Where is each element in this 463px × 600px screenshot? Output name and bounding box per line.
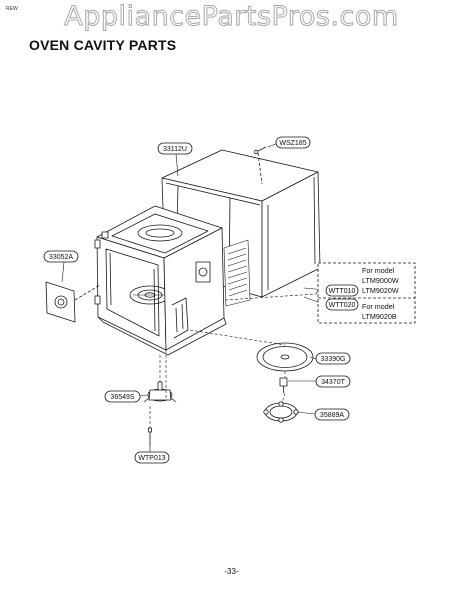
- callout-wsz185: WSZ185: [275, 136, 311, 149]
- callout-36549s: 36549S: [104, 390, 141, 403]
- callout-35889a: 35889A: [314, 408, 350, 421]
- model-group1-heading: For model: [362, 266, 395, 275]
- callout-33052a: 33052A: [43, 250, 79, 263]
- callout-wtt010-label: WTT010: [329, 288, 356, 295]
- callout-35889a-label: 35889A: [320, 412, 344, 419]
- model-group2-model-a: LTM9020B: [362, 312, 397, 321]
- callout-34370t-label: 34370T: [321, 379, 345, 386]
- motor-36549s: [143, 381, 177, 403]
- callout-33390g: 33390G: [315, 352, 351, 365]
- model-group1-model-a: LTM9000W: [362, 276, 399, 285]
- callout-wtp013-label: WTP013: [138, 455, 165, 462]
- oven-cavity: [94, 205, 227, 356]
- screw-wtp013: [148, 427, 152, 446]
- callout-34370t: 34370T: [315, 375, 351, 388]
- watermark: AppliancePartsPros.com: [64, 1, 399, 33]
- callout-33052a-label: 33052A: [49, 254, 73, 261]
- callout-36549s-label: 36549S: [110, 394, 134, 401]
- plate-33052a: [45, 281, 101, 323]
- glass-tray-33390g: [256, 342, 314, 372]
- vent-grille: [223, 239, 251, 307]
- page-title: OVEN CAVITY PARTS: [29, 37, 177, 53]
- model-note: For model LTM9000W LTM9020W For model LT…: [362, 266, 399, 321]
- page-number: -33-: [224, 567, 239, 576]
- callout-wtt020-label: WTT020: [329, 302, 356, 309]
- callout-33112u-label: 33112U: [163, 146, 187, 153]
- callout-wtt010: WTT010: [325, 284, 359, 297]
- screw-wsz185: [253, 146, 267, 185]
- model-group2-heading: For model: [362, 302, 395, 311]
- callout-wtp013: WTP013: [134, 451, 170, 464]
- callout-wtt020: WTT020: [325, 298, 359, 311]
- callout-33390g-label: 33390G: [321, 356, 346, 363]
- roller-ring-35889a: [263, 401, 299, 423]
- alignment-lines: [149, 149, 329, 428]
- coupler-34370t: [279, 377, 288, 393]
- callout-wsz185-label: WSZ185: [279, 140, 306, 147]
- model-group1-model-b: LTM9020W: [362, 286, 399, 295]
- corner-mark: REW: [6, 6, 18, 12]
- callout-33112u: 33112U: [157, 142, 193, 155]
